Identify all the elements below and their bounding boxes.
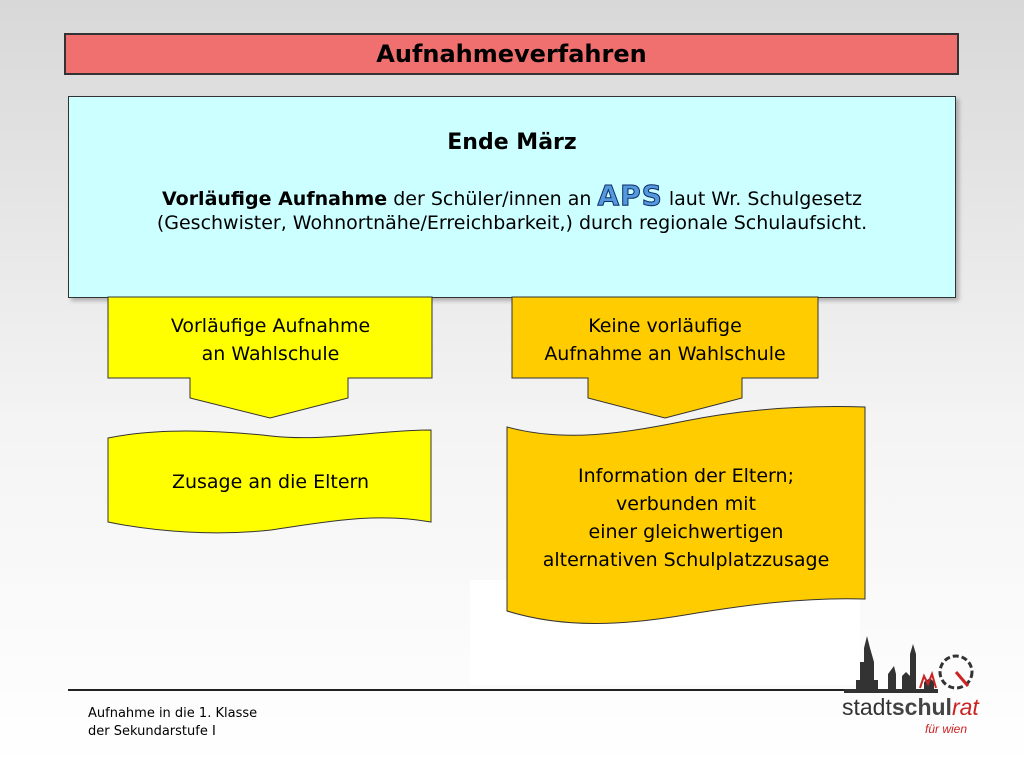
right-arrow-line-1: Keine vorläufige [588,315,742,337]
left-arrow-shape [107,296,433,419]
main-line-2: (Geschwister, Wohnortnähe/Erreichbarkeit… [156,212,868,234]
right-arrow-shape [511,296,819,419]
footer-line-2: der Sekundarstufe I [88,724,216,739]
main-heading: Ende März [447,130,577,155]
logo-word-rat: rat [951,694,979,720]
right-document-label: Information der Eltern; verbunden mit ei… [505,462,867,574]
main-info-box: Ende März Vorläufige Aufnahme der Schüle… [68,96,956,298]
left-arrow-label: Vorläufige Aufnahme an Wahlschule [108,312,433,368]
main-line-1-bold: Vorläufige Aufnahme [161,188,388,210]
footer-line-1: Aufnahme in die 1. Klasse [88,706,258,721]
right-doc-line-4: alternativen Schulplatzzusage [542,549,830,571]
left-document-shape [107,429,432,534]
left-arrow-line-2: an Wahlschule [201,343,340,365]
logo-subtitle: für wien [925,722,968,736]
aps-label: APS [597,179,663,213]
logo-word-stadt: stadt [842,694,892,720]
main-line-1-end: laut Wr. Schulgesetz [662,188,863,210]
main-line-1: Vorläufige Aufnahme der Schüler/innen an… [69,179,955,213]
footer-divider [68,689,850,691]
logo-word-schul: schul [891,694,952,720]
left-document-label: Zusage an die Eltern [171,471,370,493]
page-title: Aufnahmeverfahren [64,33,959,75]
right-arrow-line-2: Aufnahme an Wahlschule [544,343,786,365]
right-doc-line-2: verbunden mit [616,493,756,515]
right-doc-line-1: Information der Eltern; [578,465,794,487]
footer-caption: Aufnahme in die 1. Klasse der Sekundarst… [88,705,257,741]
stadtschulrat-logo-text: stadtschulrat [842,694,979,721]
right-doc-line-3: einer gleichwertigen [588,521,784,543]
right-document-shape [506,406,866,624]
city-skyline-logo-icon [844,636,974,693]
right-arrow-label: Keine vorläufige Aufnahme an Wahlschule [510,312,820,368]
left-arrow-line-1: Vorläufige Aufnahme [170,315,371,337]
main-line-1-mid: der Schüler/innen an [387,188,598,210]
